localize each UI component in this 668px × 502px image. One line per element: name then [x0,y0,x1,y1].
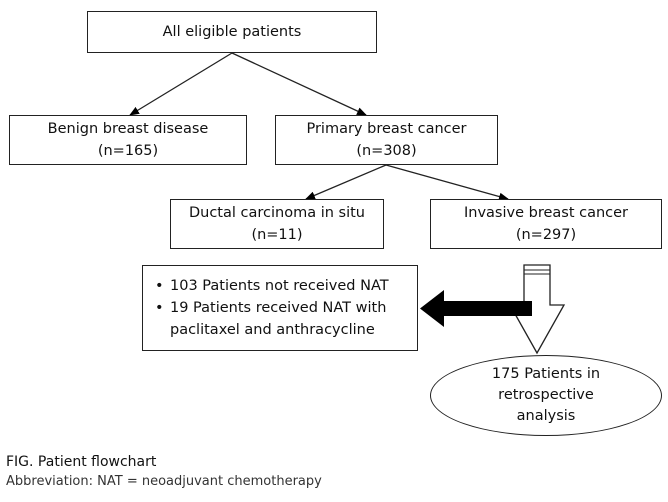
retrospective-analysis-ellipse: 175 Patients in retrospective analysis [430,355,662,436]
invasive-count: (n=297) [515,227,577,243]
arrow-primary-to-dcis [305,164,387,200]
dcis-box: Ductal carcinoma in situ (n=11) [170,199,384,249]
excluded-list: 103 Patients not received NAT 19 Patient… [153,275,389,319]
caption-abbreviation: Abbreviation: NAT = neoadjuvant chemothe… [6,474,322,489]
excluded-item-no-nat: 103 Patients not received NAT [153,275,389,297]
benign-label: Benign breast disease [47,121,209,137]
benign-count: (n=165) [97,143,159,159]
analysis-line-2: retrospective [498,387,594,403]
analysis-line-3: analysis [516,408,576,424]
exclusion-arrow [420,290,532,327]
all-eligible-patients-box: All eligible patients [87,11,377,53]
dcis-label: Ductal carcinoma in situ [188,205,365,221]
caption-title: FIG. Patient flowchart [6,454,157,470]
all-eligible-label: All eligible patients [162,24,302,40]
excluded-item-nat-with: 19 Patients received NAT with [153,297,389,319]
dcis-count: (n=11) [251,227,303,243]
excluded-patients-box: 103 Patients not received NAT 19 Patient… [142,265,418,351]
excluded-item-continuation: paclitaxel and anthracycline [170,322,375,338]
benign-disease-box: Benign breast disease (n=165) [9,115,247,165]
invasive-label: Invasive breast cancer [463,205,629,221]
figure-caption: FIG. Patient flowchart Abbreviation: NAT… [6,452,322,492]
arrow-primary-to-invasive [385,164,509,201]
analysis-line-1: 175 Patients in [491,366,601,382]
primary-cancer-box: Primary breast cancer (n=308) [275,115,498,165]
arrow-all-to-primary [231,52,367,116]
primary-count: (n=308) [356,143,417,159]
arrow-all-to-benign [129,52,233,116]
invasive-cancer-box: Invasive breast cancer (n=297) [430,199,662,249]
primary-label: Primary breast cancer [306,121,467,137]
